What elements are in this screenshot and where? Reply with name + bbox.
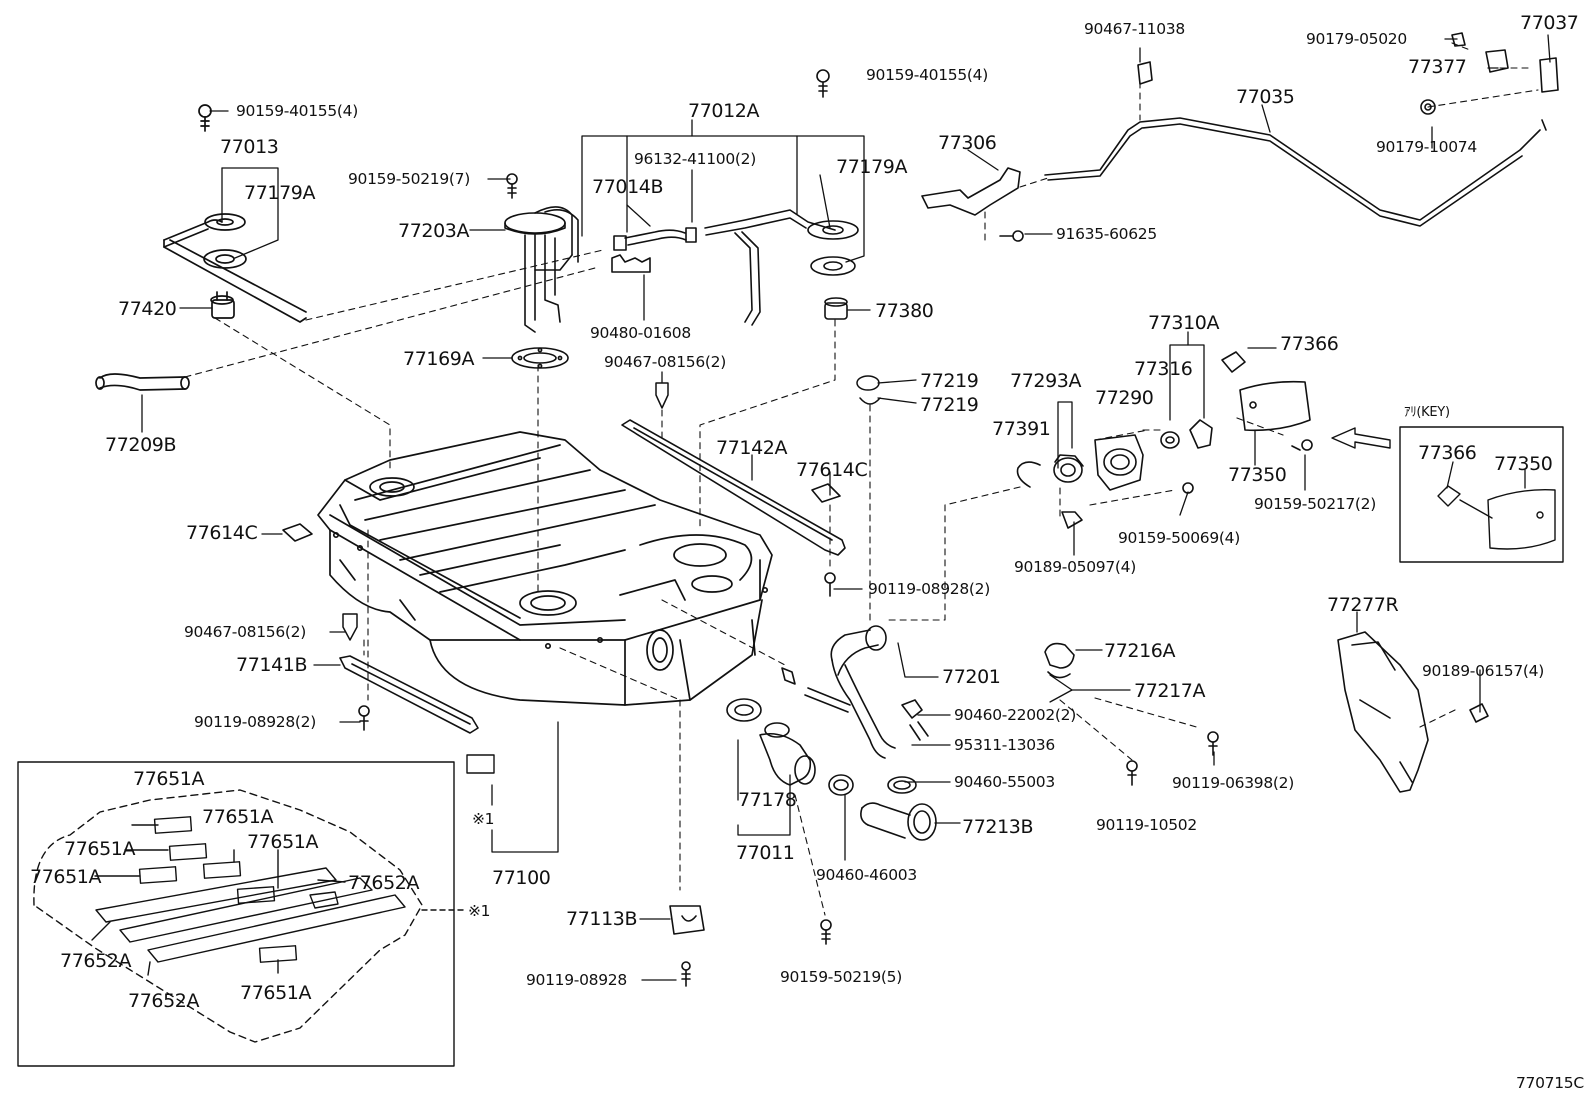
label-90189-05097: 90189-05097(4) bbox=[1014, 558, 1136, 576]
label-77651a-5: 77651A bbox=[30, 866, 102, 888]
label-77651a-6: 77651A bbox=[240, 982, 312, 1004]
label-77035: 77035 bbox=[1236, 86, 1295, 108]
label-77217a: 77217A bbox=[1134, 680, 1206, 702]
hose-77209b bbox=[95, 373, 190, 391]
label-77203a: 77203A bbox=[398, 220, 470, 242]
label-77614c-left: 77614C bbox=[186, 522, 258, 544]
label-77377: 77377 bbox=[1408, 56, 1467, 78]
tube-assembly-77012a bbox=[611, 69, 859, 326]
label-90460-22002: 90460-22002(2) bbox=[954, 706, 1076, 724]
label-77380: 77380 bbox=[875, 300, 934, 322]
label-77011: 77011 bbox=[736, 842, 795, 864]
label-91635-60625: 91635-60625 bbox=[1056, 225, 1157, 243]
label-90460-46003: 90460-46003 bbox=[816, 866, 917, 884]
label-77012a: 77012A bbox=[688, 100, 760, 122]
band-77141b bbox=[282, 523, 479, 734]
label-77216a: 77216A bbox=[1104, 640, 1176, 662]
label-77306: 77306 bbox=[938, 132, 997, 154]
label-77350-key: 77350 bbox=[1494, 453, 1553, 475]
label-77366: 77366 bbox=[1280, 333, 1339, 355]
filler-neck-parts bbox=[726, 625, 937, 945]
label-77100: 77100 bbox=[492, 867, 551, 889]
label-77651a-3: 77651A bbox=[64, 838, 136, 860]
label-90159-50069: 90159-50069(4) bbox=[1118, 529, 1240, 547]
dashed-assembly-lines bbox=[184, 42, 1539, 916]
label-90159-50217: 90159-50217(2) bbox=[1254, 495, 1376, 513]
key-inset-box bbox=[1399, 426, 1564, 563]
label-77420: 77420 bbox=[118, 298, 177, 320]
label-90159-40155-top: 90159-40155(4) bbox=[866, 66, 988, 84]
label-90159-50219-5: 90159-50219(5) bbox=[780, 968, 902, 986]
vent-pipe-77013 bbox=[163, 104, 307, 323]
label-77219-a: 77219 bbox=[920, 370, 979, 392]
label-90179-05020: 90179-05020 bbox=[1306, 30, 1407, 48]
label-90179-10074: 90179-10074 bbox=[1376, 138, 1477, 156]
label-reference-mark-sheet: ※1 bbox=[472, 810, 495, 828]
label-77178: 77178 bbox=[738, 789, 797, 811]
fuel-tank-77100 bbox=[317, 431, 773, 706]
label-96132-41100: 96132-41100(2) bbox=[634, 150, 756, 168]
label-77651a-4: 77651A bbox=[247, 831, 319, 853]
opener-cable-77035 bbox=[1044, 32, 1559, 227]
leader-lines bbox=[141, 34, 1551, 981]
lever-77306 bbox=[921, 167, 1024, 242]
label-key-note: ｱﾘ(KEY) bbox=[1404, 405, 1450, 420]
label-95311-13036: 95311-13036 bbox=[954, 736, 1055, 754]
label-77013: 77013 bbox=[220, 136, 279, 158]
label-77179a-right: 77179A bbox=[836, 156, 908, 178]
label-90119-08928: 90119-08928 bbox=[526, 971, 627, 989]
insulator-sheet-icon bbox=[466, 754, 495, 774]
label-77310a: 77310A bbox=[1148, 312, 1220, 334]
label-77142a: 77142A bbox=[716, 437, 788, 459]
label-77652a-1: 77652A bbox=[348, 872, 420, 894]
band-77142a bbox=[621, 419, 846, 597]
label-77316: 77316 bbox=[1134, 358, 1193, 380]
insulator-inset bbox=[17, 761, 466, 1067]
label-90159-40155-left: 90159-40155(4) bbox=[236, 102, 358, 120]
label-77201: 77201 bbox=[942, 666, 1001, 688]
label-77652a-3: 77652A bbox=[128, 990, 200, 1012]
protector-77216a bbox=[1044, 642, 1219, 786]
protector-77277r bbox=[1337, 631, 1489, 793]
label-90189-06157: 90189-06157(4) bbox=[1422, 662, 1544, 680]
label-77179a-left: 77179A bbox=[244, 182, 316, 204]
bracket-77113b bbox=[669, 905, 705, 987]
label-90467-11038: 90467-11038 bbox=[1084, 20, 1185, 38]
label-90119-08928-2-right: 90119-08928(2) bbox=[868, 580, 990, 598]
label-77209b: 77209B bbox=[105, 434, 177, 456]
clip-90467-08156 bbox=[342, 382, 669, 641]
label-77014b: 77014B bbox=[592, 176, 664, 198]
clamp-77219 bbox=[856, 375, 881, 405]
diagram-code: 770715C bbox=[1516, 1074, 1584, 1092]
sender-gauge-77203a bbox=[504, 173, 579, 369]
label-77293a: 77293A bbox=[1010, 370, 1082, 392]
label-77651a-1: 77651A bbox=[133, 768, 205, 790]
label-90119-08928-2-left: 90119-08928(2) bbox=[194, 713, 316, 731]
label-90480-01608: 90480-01608 bbox=[590, 324, 691, 342]
label-77037: 77037 bbox=[1520, 12, 1579, 34]
label-77277r: 77277R bbox=[1327, 594, 1399, 616]
label-77169a: 77169A bbox=[403, 348, 475, 370]
label-90467-08156-left: 90467-08156(2) bbox=[184, 623, 306, 641]
label-77219-b: 77219 bbox=[920, 394, 979, 416]
label-90467-08156-top: 90467-08156(2) bbox=[604, 353, 726, 371]
label-77614c-right: 77614C bbox=[796, 459, 868, 481]
label-reference-mark-inset: ※1 bbox=[468, 902, 491, 920]
label-77391: 77391 bbox=[992, 418, 1051, 440]
label-90119-06398: 90119-06398(2) bbox=[1172, 774, 1294, 792]
label-77651a-2: 77651A bbox=[202, 806, 274, 828]
label-77366-key: 77366 bbox=[1418, 442, 1477, 464]
label-90159-50219-7: 90159-50219(7) bbox=[348, 170, 470, 188]
label-77113b: 77113B bbox=[566, 908, 638, 930]
label-77350: 77350 bbox=[1228, 464, 1287, 486]
label-77141b: 77141B bbox=[236, 654, 308, 676]
label-90460-55003: 90460-55003 bbox=[954, 773, 1055, 791]
fuel-lid-parts bbox=[1016, 351, 1391, 529]
label-77213b: 77213B bbox=[962, 816, 1034, 838]
label-90119-10502: 90119-10502 bbox=[1096, 816, 1197, 834]
label-77290: 77290 bbox=[1095, 387, 1154, 409]
label-77652a-2: 77652A bbox=[60, 950, 132, 972]
